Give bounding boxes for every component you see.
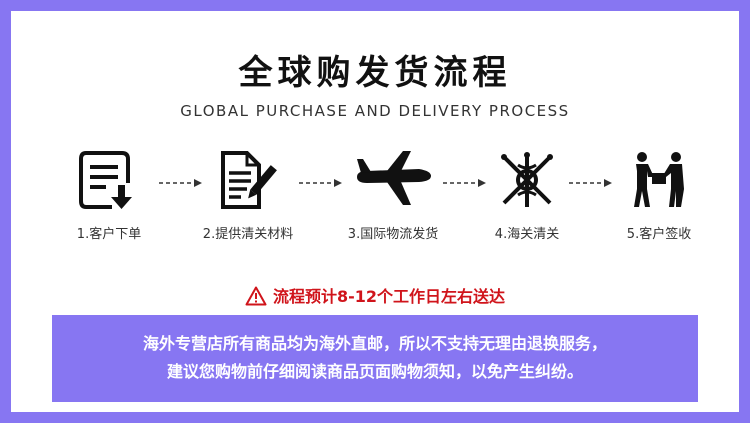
step-label: 1.客户下单 [76,227,142,242]
notice-banner: 海外专营店所有商品均为海外直邮，所以不支持无理由退换服务， 建议您购物前仔细阅读… [52,315,698,402]
document-pen-icon [221,151,277,209]
dashed-arrow-icon [443,179,486,187]
step-label: 5.客户签收 [626,227,692,242]
dashed-arrow-icon [569,179,612,187]
step-label: 2.提供清关材料 [202,227,294,242]
dashed-arrow-icon [159,179,202,187]
step-order: 1.客户下单 [49,149,169,242]
dashed-arrow-icon [299,179,342,187]
airplane-icon [357,151,431,205]
step-shipping: 3.国际物流发货 [333,149,453,242]
step-customs: 4.海关清关 [467,149,587,242]
order-document-icon [79,151,132,209]
delivery-estimate: 流程预计8-12个工作日左右送达 [11,283,739,307]
notice-line: 建议您购物前仔细阅读商品页面购物须知，以免产生纠纷。 [166,362,583,381]
step-documents: 2.提供清关材料 [188,149,308,242]
delivery-estimate-text: 流程预计8-12个工作日左右送达 [272,287,506,306]
notice-line: 海外专营店所有商品均为海外直邮，所以不支持无理由退换服务， [142,334,607,353]
warning-triangle-icon [245,286,267,306]
handover-icon [634,152,684,207]
customs-emblem-icon [501,152,553,207]
step-label: 4.海关清关 [494,227,560,242]
step-receipt: 5.客户签收 [599,149,719,242]
page-subtitle: GLOBAL PURCHASE AND DELIVERY PROCESS [180,102,570,120]
step-label: 3.国际物流发货 [347,227,439,242]
page-title: 全球购发货流程 [238,53,512,93]
